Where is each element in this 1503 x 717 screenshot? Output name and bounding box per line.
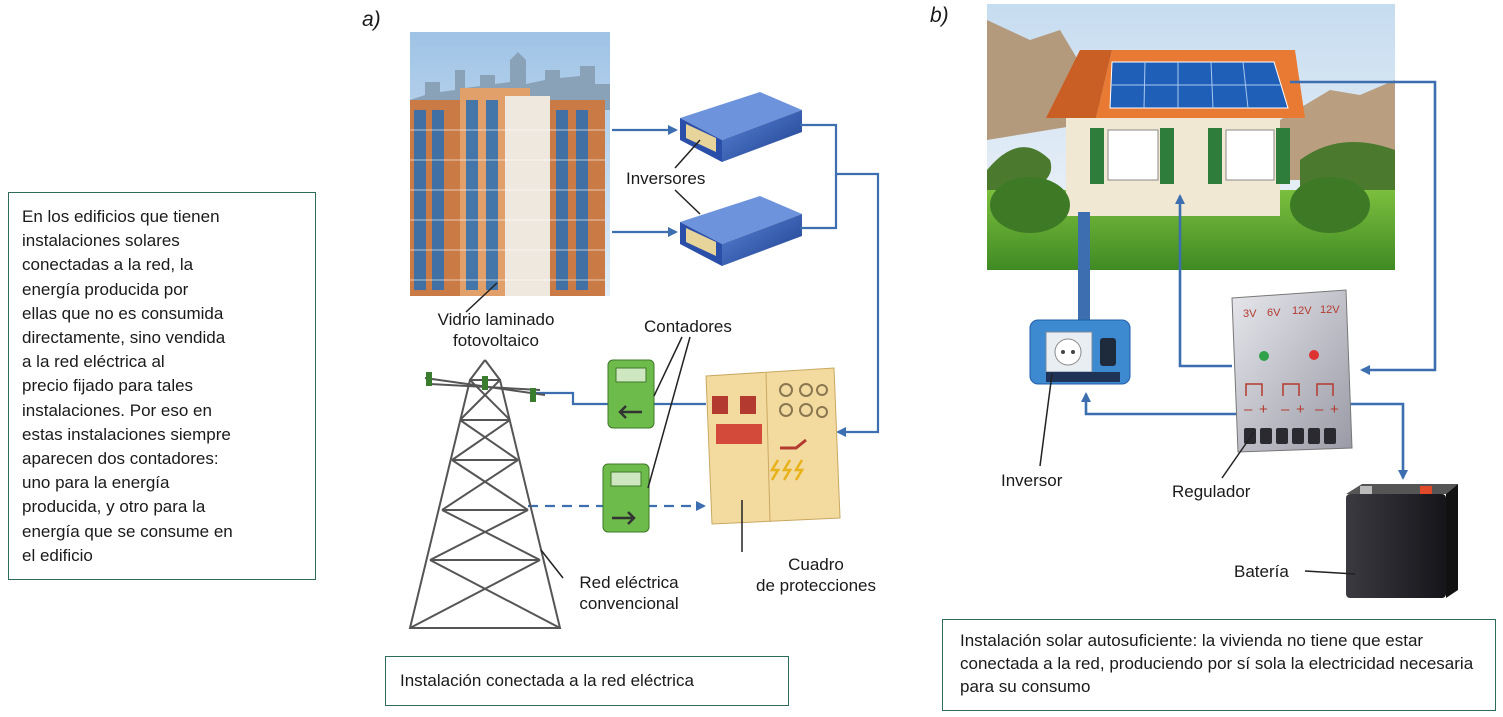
meter-top — [607, 359, 655, 429]
explanation-line: directamente, sino vendida — [22, 328, 226, 348]
explanation-line: energía producida por — [22, 279, 189, 299]
panel-b-letter: b) — [930, 4, 949, 27]
label-vidrio-line-2: fotovoltaico — [453, 331, 539, 350]
explanation-box: En los edificios que tienen instalacione… — [8, 192, 316, 580]
label-vidrio: Vidrio laminado fotovoltaico — [412, 309, 580, 351]
explanation-line: producida, y otro para la — [22, 497, 206, 517]
regulator-polarity-4: + — [1296, 401, 1305, 418]
regulator-polarity-1: – — [1244, 401, 1253, 418]
leader-lines-panel-b — [1039, 373, 1356, 575]
meter-bottom — [602, 463, 650, 533]
explanation-line: precio fijado para tales — [22, 376, 194, 396]
label-inversores: Inversores — [626, 169, 706, 188]
house-scene — [987, 4, 1395, 270]
regulator-polarity-5: – — [1315, 401, 1324, 418]
inverter-top — [680, 92, 802, 162]
explanation-line: En los edificios que tienen — [22, 207, 220, 226]
wires-panel-b — [1081, 80, 1437, 480]
explanation-line: a la red eléctrica al — [22, 352, 165, 372]
label-regulador: Regulador — [1172, 482, 1251, 501]
inverter-bottom — [680, 196, 802, 266]
house-feed-conduit — [1078, 212, 1090, 328]
label-red-line-2: convencional — [579, 594, 679, 613]
label-red-line-1: Red eléctrica — [579, 573, 679, 592]
protection-cabinet — [705, 367, 841, 525]
explanation-line: aparecen dos contadores: — [22, 449, 219, 469]
explanation-line: uno para la energía — [22, 473, 170, 493]
caption-panel-a: Instalación conectada a la red eléctrica — [385, 656, 789, 706]
label-contadores: Contadores — [644, 317, 732, 336]
regulator-polarity-3: – — [1281, 401, 1290, 418]
regulator-voltage-2: 6V — [1267, 307, 1281, 319]
explanation-line: instalaciones solares — [22, 231, 180, 251]
meter-leader-lines — [647, 336, 691, 489]
power-pylon — [408, 359, 562, 629]
regulator-polarity-2: + — [1259, 401, 1268, 418]
panel-a-letter: a) — [362, 8, 381, 31]
building-illustration — [410, 32, 610, 296]
battery — [1346, 484, 1458, 598]
regulator-voltage-4: 12V — [1320, 304, 1340, 316]
regulator-polarity-6: + — [1330, 401, 1339, 418]
label-cuadro-line-2: de protecciones — [755, 576, 877, 595]
explanation-line: energía que se consume en — [22, 521, 233, 541]
label-vidrio-line-1: Vidrio laminado — [437, 310, 555, 329]
label-inversor: Inversor — [1001, 471, 1063, 490]
caption-panel-b: Instalación solar autosuficiente: la viv… — [942, 619, 1496, 711]
regulator-voltage-1: 3V — [1243, 308, 1257, 320]
explanation-line: el edificio — [22, 545, 93, 565]
label-red-electrica: Red eléctrica convencional — [560, 572, 698, 614]
label-cuadro: Cuadro de protecciones — [736, 554, 896, 596]
explanation-line: instalaciones. Por eso en — [22, 400, 212, 420]
explanation-line: conectadas a la red, la — [22, 255, 194, 275]
explanation-line: estas instalaciones siempre — [22, 424, 231, 444]
regulator-voltage-3: 12V — [1292, 305, 1312, 317]
leader-lines-panel-a — [465, 139, 743, 579]
label-bateria: Batería — [1234, 562, 1289, 581]
label-cuadro-line-1: Cuadro — [788, 555, 844, 574]
insulators — [426, 372, 536, 402]
explanation-line: ellas que no es consumida — [22, 303, 224, 323]
regulator-device — [1231, 289, 1353, 453]
inverter-device — [1029, 319, 1131, 385]
